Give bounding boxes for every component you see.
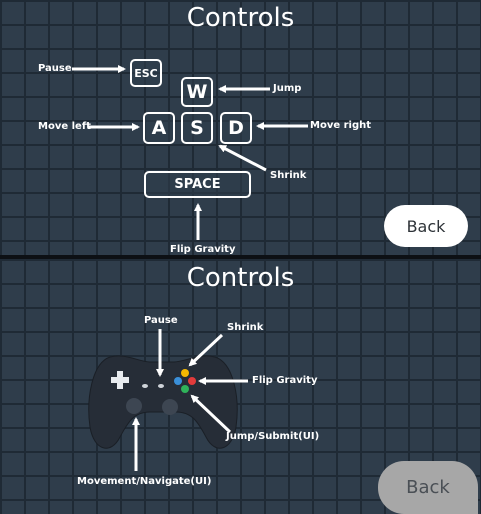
face-button-top-icon xyxy=(181,369,189,377)
shrink-arrow xyxy=(188,333,224,367)
esc-key: ESC xyxy=(130,59,162,87)
back-button[interactable]: Back xyxy=(378,461,478,514)
move-left-label: Move left xyxy=(38,121,91,132)
d-key: D xyxy=(220,112,252,144)
pause-label: Pause xyxy=(38,63,72,74)
face-button-right-icon xyxy=(188,377,196,385)
shrink-label: Shrink xyxy=(270,170,307,181)
face-button-bottom-icon xyxy=(181,385,189,393)
jump-label: Jump xyxy=(273,83,302,94)
left-stick-icon xyxy=(126,398,142,414)
jump-submit-arrow xyxy=(190,394,232,434)
panel-title: Controls xyxy=(186,263,295,293)
move-right-label: Move right xyxy=(310,120,372,131)
keyboard-controls-panel: Controls ESC W A S D SPACE Pause Jump Mo… xyxy=(0,0,481,255)
face-button-left-icon xyxy=(174,377,182,385)
flip-gravity-label: Flip Gravity xyxy=(252,375,318,386)
gamepad-controls-panel: Controls Pause Shrink Flip Gravity Jump/… xyxy=(0,259,481,514)
a-key: A xyxy=(143,112,175,144)
select-button-icon xyxy=(142,384,148,388)
movement-label: Movement/Navigate(UI) xyxy=(77,476,212,487)
dpad-icon xyxy=(111,371,129,389)
start-button-icon xyxy=(158,384,164,388)
panel-title: Controls xyxy=(186,3,295,33)
s-key: S xyxy=(181,112,213,144)
pause-label: Pause xyxy=(144,315,178,326)
back-button[interactable]: Back xyxy=(384,205,468,247)
gamepad-icon xyxy=(88,355,238,449)
panel-divider xyxy=(0,255,481,259)
gamepad-layer xyxy=(88,329,248,471)
shrink-arrow xyxy=(218,144,267,172)
jump-submit-label: Jump/Submit(UI) xyxy=(226,431,320,442)
w-key: W xyxy=(181,77,213,107)
arrows-layer xyxy=(72,65,308,240)
shrink-label: Shrink xyxy=(227,322,264,333)
flip-gravity-label: Flip Gravity xyxy=(170,244,236,255)
right-stick-icon xyxy=(162,399,178,415)
space-key: SPACE xyxy=(144,171,251,198)
